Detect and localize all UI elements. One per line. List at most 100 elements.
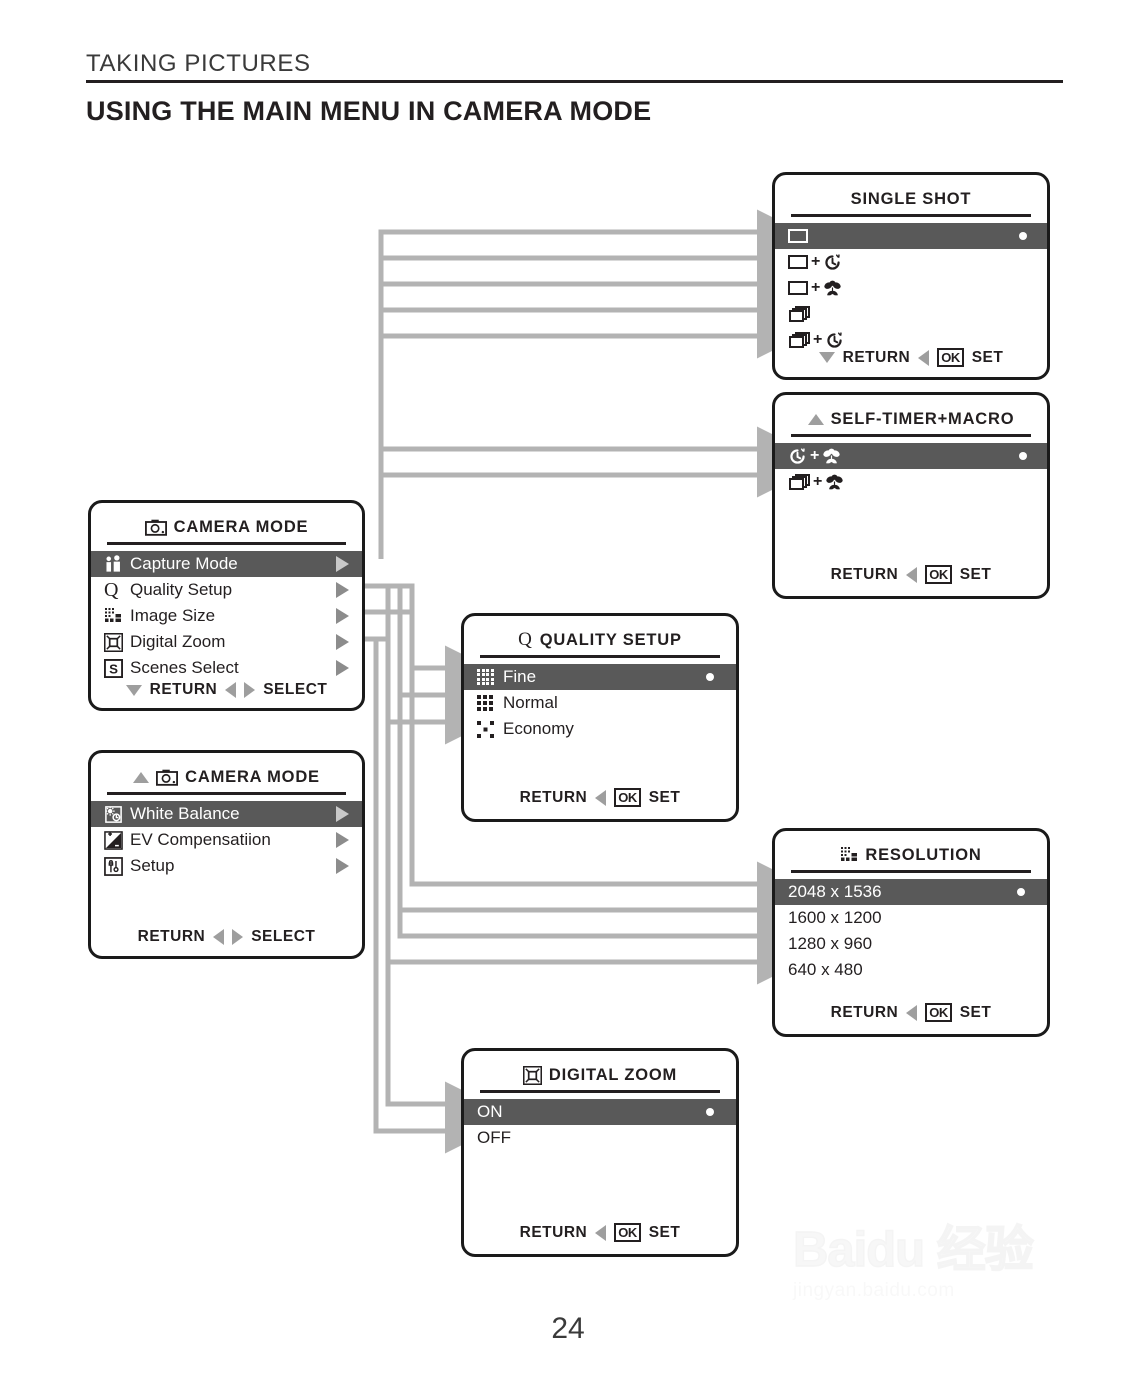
list-item-1280[interactable]: 1280 x 960 xyxy=(775,931,1047,957)
list-item-2048[interactable]: 2048 x 1536 xyxy=(775,879,1047,905)
list-item-normal[interactable]: Normal xyxy=(464,690,736,716)
camera-icon xyxy=(144,519,167,536)
left-arrow-icon[interactable] xyxy=(595,1224,607,1241)
list-item[interactable] xyxy=(775,223,1047,249)
title-divider xyxy=(791,214,1031,217)
plus-sign: + xyxy=(811,253,821,270)
list-item-economy[interactable]: Economy xyxy=(464,716,736,742)
title-divider xyxy=(107,542,346,545)
ok-button[interactable]: OK xyxy=(937,348,964,367)
list-item[interactable]: + xyxy=(775,327,1047,353)
left-arrow-icon[interactable] xyxy=(906,1004,918,1021)
list-item-label: 1280 x 960 xyxy=(788,934,873,953)
return-label[interactable]: RETURN xyxy=(830,1003,899,1021)
list-item-fine[interactable]: Fine xyxy=(464,664,736,690)
scroll-up-icon[interactable] xyxy=(807,413,824,425)
left-arrow-icon[interactable] xyxy=(213,929,225,945)
list-item[interactable]: + xyxy=(775,275,1047,301)
scroll-down-icon[interactable] xyxy=(125,684,142,696)
selected-dot-icon xyxy=(1019,452,1027,460)
left-arrow-icon[interactable] xyxy=(595,789,607,806)
header-divider xyxy=(86,80,1063,83)
sidebar-item-image-size[interactable]: Image Size xyxy=(91,603,362,629)
selected-dot-icon xyxy=(706,673,714,681)
chevron-right-icon xyxy=(336,660,349,676)
selected-dot-icon xyxy=(1017,888,1025,896)
list-item-1600[interactable]: 1600 x 1200 xyxy=(775,905,1047,931)
title-divider xyxy=(791,434,1031,437)
sidebar-item-digital-zoom[interactable]: Digital Zoom xyxy=(91,629,362,655)
panel-resolution: RESOLUTION 2048 x 1536 1600 x 1200 1280 … xyxy=(772,828,1050,1037)
panel-digital-zoom: DIGITAL ZOOM ON OFF RETURN OK SET xyxy=(461,1048,739,1257)
set-label[interactable]: SET xyxy=(959,1003,992,1021)
return-label[interactable]: RETURN xyxy=(519,788,588,806)
list-item-label: 1600 x 1200 xyxy=(788,908,882,927)
sidebar-item-scenes-select[interactable]: S Scenes Select xyxy=(91,655,362,681)
select-label[interactable]: SELECT xyxy=(263,681,328,698)
panel-title: SELF-TIMER+MACRO xyxy=(775,408,1047,430)
set-label[interactable]: SET xyxy=(959,565,992,583)
sidebar-item-quality-setup[interactable]: Q Quality Setup xyxy=(91,577,362,603)
return-label[interactable]: RETURN xyxy=(842,348,911,366)
list-item[interactable]: + xyxy=(775,249,1047,275)
menu-rows: + + xyxy=(775,443,1047,495)
return-label[interactable]: RETURN xyxy=(137,928,206,945)
macro-flower-icon xyxy=(824,280,841,295)
panel-title-text: QUALITY SETUP xyxy=(539,630,682,649)
set-label[interactable]: SET xyxy=(648,788,681,806)
sidebar-item-capture-mode[interactable]: Capture Mode xyxy=(91,551,362,577)
selected-dot-icon xyxy=(1019,232,1027,240)
select-label[interactable]: SELECT xyxy=(251,928,316,945)
burst-stack-icon xyxy=(788,473,810,491)
list-item-off[interactable]: OFF xyxy=(464,1125,736,1151)
return-label[interactable]: RETURN xyxy=(830,565,899,583)
ok-button[interactable]: OK xyxy=(925,565,952,584)
list-item-on[interactable]: ON xyxy=(464,1099,736,1125)
page-title: USING THE MAIN MENU IN CAMERA MODE xyxy=(86,96,652,126)
left-arrow-icon[interactable] xyxy=(225,682,237,698)
right-arrow-icon[interactable] xyxy=(232,929,244,945)
list-item-640[interactable]: 640 x 480 xyxy=(775,957,1047,983)
sidebar-item-white-balance[interactable]: White Balance xyxy=(91,801,362,827)
sidebar-item-setup[interactable]: Setup xyxy=(91,853,362,879)
title-divider xyxy=(480,655,720,658)
menu-rows: Capture Mode Q Quality Setup xyxy=(91,551,362,681)
chevron-right-icon xyxy=(336,806,349,822)
list-item[interactable] xyxy=(775,301,1047,327)
panel-footer: RETURN SELECT xyxy=(91,681,362,699)
zoom-frame-icon xyxy=(522,1065,542,1085)
list-item[interactable]: + xyxy=(775,469,1047,495)
camera-icon xyxy=(156,769,179,786)
chevron-right-icon xyxy=(336,556,349,572)
left-arrow-icon[interactable] xyxy=(906,566,918,583)
ok-button[interactable]: OK xyxy=(614,788,641,807)
scroll-up-icon[interactable] xyxy=(133,771,150,783)
self-timer-icon xyxy=(827,331,843,348)
watermark-sub: jingyan.baidu.com xyxy=(793,1280,955,1301)
set-label[interactable]: SET xyxy=(648,1223,681,1241)
title-divider xyxy=(480,1090,720,1093)
tools-icon xyxy=(104,856,130,876)
quality-q-icon: Q xyxy=(104,578,119,601)
ok-button[interactable]: OK xyxy=(925,1003,952,1022)
ok-button[interactable]: OK xyxy=(614,1223,641,1242)
macro-flower-icon xyxy=(826,474,843,489)
list-item[interactable]: + xyxy=(775,443,1047,469)
left-arrow-icon[interactable] xyxy=(918,349,930,366)
panel-title-text: SELF-TIMER+MACRO xyxy=(830,409,1015,428)
right-arrow-icon[interactable] xyxy=(244,682,256,698)
svg-text:S: S xyxy=(109,661,118,676)
title-divider xyxy=(107,792,346,795)
panel-self-timer-macro: SELF-TIMER+MACRO + xyxy=(772,392,1050,599)
scroll-down-icon[interactable] xyxy=(818,352,835,363)
list-item-label: 640 x 480 xyxy=(788,960,863,979)
set-label[interactable]: SET xyxy=(971,348,1004,366)
panel-title-text: RESOLUTION xyxy=(865,845,982,864)
return-label[interactable]: RETURN xyxy=(149,681,218,698)
white-balance-icon xyxy=(104,805,130,824)
single-frame-icon xyxy=(788,255,808,269)
chevron-right-icon xyxy=(336,608,349,624)
sidebar-item-ev-compensation[interactable]: EV Compensatiion xyxy=(91,827,362,853)
self-timer-icon xyxy=(825,253,841,270)
return-label[interactable]: RETURN xyxy=(519,1223,588,1241)
